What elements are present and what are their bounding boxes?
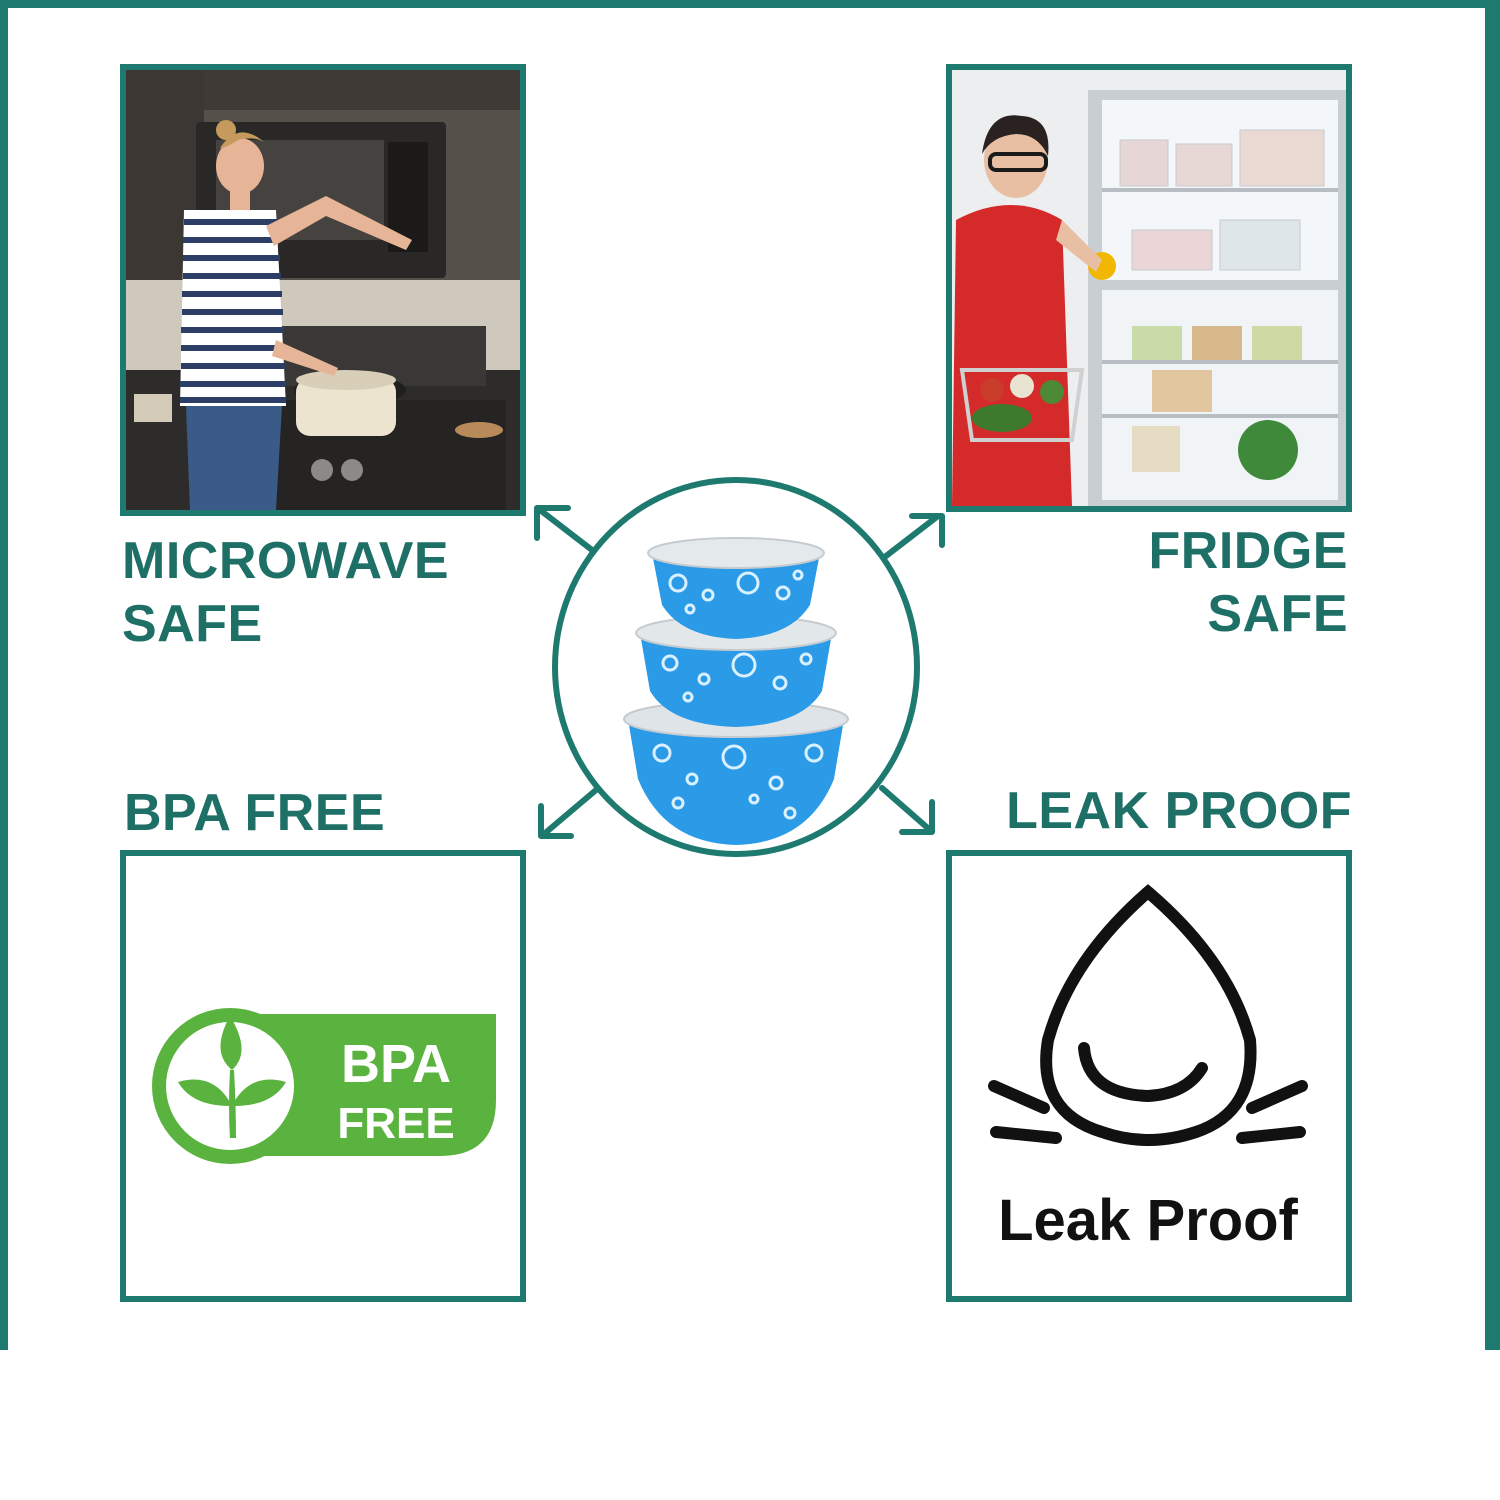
kitchen-microwave-illustration (126, 70, 520, 510)
microwave-label-line2: SAFE (122, 595, 263, 653)
arrow-microwave (537, 507, 595, 553)
arrow-bpa (541, 787, 599, 837)
microwave-safe-label: MICROWAVE SAFE (122, 530, 449, 656)
stacked-bowls-icon (623, 537, 849, 845)
water-drop-icon (988, 884, 1308, 1146)
arrow-leak (879, 785, 933, 833)
fridge-label-line1: FRIDGE (1148, 522, 1348, 580)
bottom-strip (8, 1350, 1500, 1500)
bpa-badge-line2: FREE (337, 1099, 454, 1148)
arrow-head-fridge (909, 513, 945, 548)
leak-proof-icon-text: Leak Proof (998, 1188, 1298, 1253)
leak-proof-badge: Leak Proof (988, 884, 1308, 1253)
fridge-label-line2: SAFE (1207, 585, 1348, 643)
arrow-fridge (883, 513, 941, 559)
fridge-photo-panel (946, 64, 1352, 512)
microwave-photo-panel (120, 64, 526, 516)
leak-proof-panel: Leak Proof (946, 850, 1352, 1302)
bpa-badge-tab (236, 1014, 496, 1156)
bpa-free-badge: BPA FREE (152, 1008, 496, 1164)
product-circle (552, 477, 920, 857)
fridge-illustration (952, 70, 1346, 506)
microwave-label-line1: MICROWAVE (122, 532, 450, 590)
arrow-head-bpa (538, 803, 574, 839)
fridge-safe-label: FRIDGE SAFE (1149, 520, 1348, 646)
leak-proof-label: LEAK PROOF (1006, 780, 1352, 843)
leaf-icon (178, 1016, 286, 1138)
bpa-free-panel: BPA FREE (120, 850, 526, 1302)
arrow-head-microwave (534, 505, 571, 541)
bpa-free-label: BPA FREE (124, 782, 385, 845)
bpa-label-text: BPA FREE (124, 784, 386, 842)
bpa-badge-line1: BPA (341, 1034, 451, 1094)
leak-label-text: LEAK PROOF (1006, 782, 1352, 840)
arrow-head-leak (899, 799, 935, 835)
